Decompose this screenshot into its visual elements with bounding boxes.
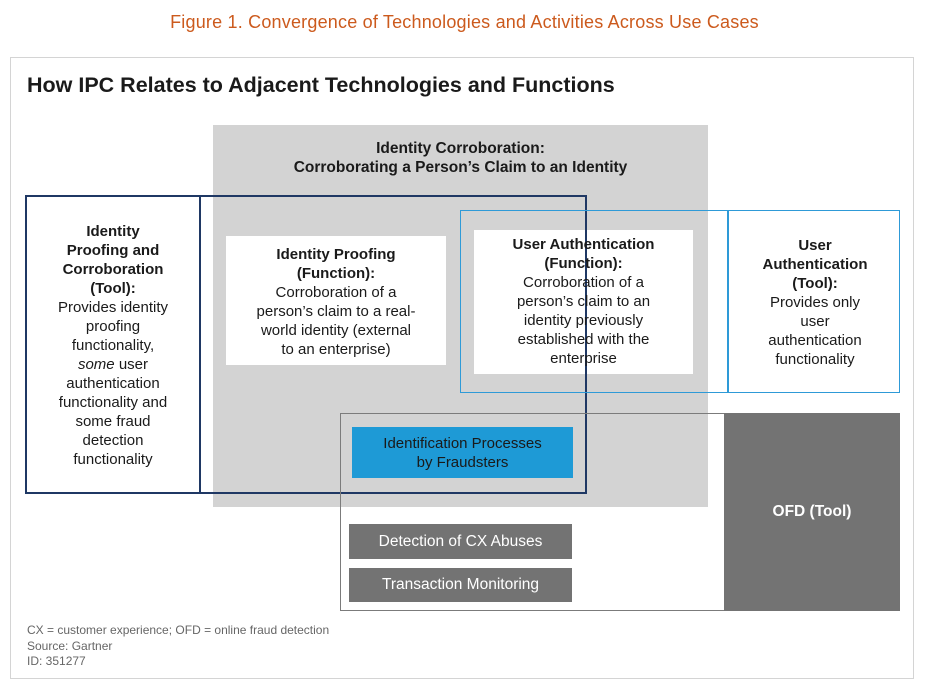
cx-abuses-box: Detection of CX Abuses (349, 524, 572, 559)
identity-corroboration-line2: Corroborating a Person’s Claim to an Ide… (293, 159, 628, 176)
cx-abuses-label: Detection of CX Abuses (378, 532, 543, 550)
fraudster-line: Identification Processes (383, 434, 542, 452)
user-authentication-function-card (474, 230, 693, 374)
idp-title-line: Identity Proofing (276, 246, 396, 263)
idpc-desc-line: Provides identity (57, 299, 169, 316)
transaction-monitoring-label: Transaction Monitoring (381, 576, 540, 593)
idp-desc-line: to an enterprise) (281, 341, 391, 358)
fraudster-line: by Fraudsters (416, 453, 509, 471)
idpc-emphasis: some (77, 356, 115, 373)
uat-title-line: Authentication (762, 256, 868, 273)
user-authentication-function: User Authentication (Function): Corrobor… (478, 235, 689, 368)
identity-proofing-corroboration-tool: Identity Proofing and Corroboration (Too… (31, 222, 195, 469)
figure-caption: Figure 1. Convergence of Technologies an… (170, 12, 759, 32)
uat-desc-line: user (800, 313, 830, 330)
ofd-tool-box: OFD (Tool) (724, 413, 900, 611)
uat-desc-line: functionality (775, 351, 855, 368)
idpc-desc-line: detection (82, 432, 144, 449)
ua-title-line: User Authentication (512, 236, 655, 253)
identity-proofing-function: Identity Proofing (Function): Corroborat… (232, 245, 440, 359)
ua-desc-line: established with the (517, 331, 650, 348)
identity-corroboration-line1: Identity Corroboration: (376, 140, 545, 157)
ua-desc-line: enterprise (550, 350, 617, 367)
idp-title-line: (Function): (296, 265, 376, 282)
uat-title-line: User (798, 237, 832, 254)
diagram-title: How IPC Relates to Adjacent Technologies… (27, 73, 615, 97)
uat-title-line: (Tool): (792, 275, 838, 292)
uat-desc-line: authentication (768, 332, 862, 349)
footnote-abbreviations: CX = customer experience; OFD = online f… (27, 623, 330, 637)
ua-desc-line: person’s claim to an (516, 293, 651, 310)
idpc-emphasis-rest: user (114, 356, 149, 373)
idpc-title-line: Proofing and (66, 242, 160, 259)
identity-proofing-corroboration-divider (199, 195, 201, 494)
user-authentication-outline (460, 210, 900, 393)
idpc-desc-line: functionality and (58, 394, 168, 411)
uat-desc-line: Provides only (769, 294, 861, 311)
ua-desc-line: Corroboration of a (523, 274, 644, 291)
footnote-id: ID: 351277 (27, 654, 86, 668)
idp-desc-line: Corroboration of a (275, 284, 397, 301)
idpc-desc-line: authentication (66, 375, 160, 392)
idpc-desc-line: proofing (85, 318, 141, 335)
idpc-title-line: Corroboration (62, 261, 164, 278)
identity-proofing-corroboration-outline (25, 195, 587, 494)
idpc-desc-line: some user (31, 355, 195, 374)
footnote-source: Source: Gartner (27, 639, 113, 653)
idpc-title-line: Identity (86, 223, 140, 240)
transaction-monitoring-box: Transaction Monitoring (349, 568, 572, 602)
fraudster-identification-box: Identification Processes by Fraudsters (352, 427, 573, 478)
idp-desc-line: person’s claim to a real- (256, 303, 416, 320)
idp-desc-line: world identity (external (260, 322, 412, 339)
user-authentication-divider (727, 210, 729, 393)
idpc-desc-line: some fraud (75, 413, 151, 430)
identity-corroboration-title: Identity Corroboration: Corroborating a … (213, 139, 708, 177)
ua-desc-line: identity previously (523, 312, 644, 329)
user-authentication-tool: User Authentication (Tool): Provides onl… (735, 236, 895, 369)
idpc-desc-line: functionality (73, 451, 153, 468)
ua-title-line: (Function): (544, 255, 623, 272)
identity-proofing-function-card (226, 236, 446, 365)
idpc-title-line: (Tool): (90, 280, 136, 297)
ofd-tool-label: OFD (Tool) (772, 503, 852, 520)
idpc-desc-line: functionality, (71, 337, 155, 354)
